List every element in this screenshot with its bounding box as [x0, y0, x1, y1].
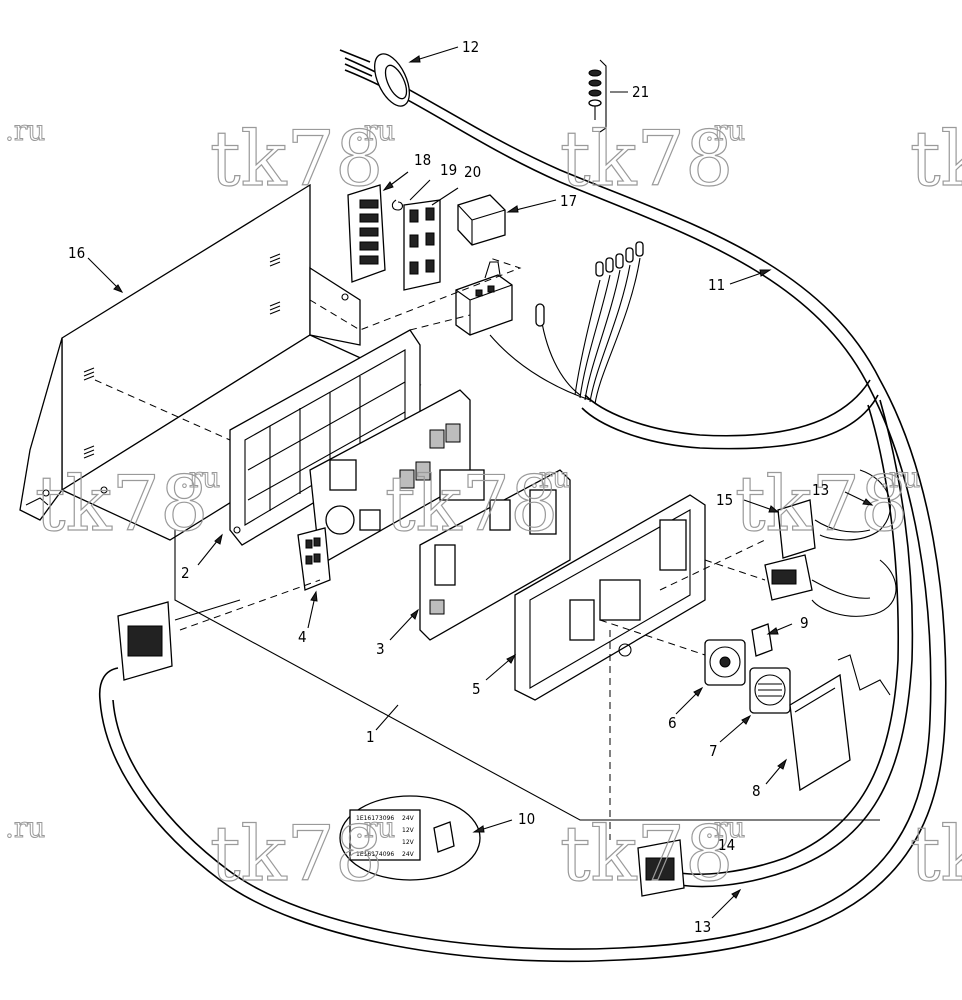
watermark-sup: .ru [5, 114, 45, 147]
callout-20: 20 [464, 163, 481, 181]
relay-base-plate [403, 199, 441, 291]
callout-5: 5 [472, 680, 481, 698]
callout-7: 7 [709, 742, 718, 760]
callout-11: 11 [708, 276, 725, 294]
callout-numbers: 12 21 18 19 20 17 16 11 2 4 3 5 6 7 8 9 … [68, 38, 829, 936]
harness-lower [117, 530, 880, 897]
watermark-text: tk78 [735, 459, 908, 548]
callout-13-bottom: 13 [694, 918, 711, 936]
callout-12: 12 [462, 38, 479, 56]
dashed-guides [94, 314, 766, 840]
fan-guard [749, 667, 791, 714]
callout-8: 8 [752, 782, 761, 800]
callout-13-top: 13 [812, 481, 829, 499]
watermark-sup: .ru [355, 811, 395, 844]
bracket-9 [751, 623, 773, 657]
sticker-row-1-code: 1E16173096 [356, 815, 394, 822]
callout-1: 1 [366, 728, 375, 746]
relay-socket [309, 257, 522, 336]
watermark-sup: .ru [705, 114, 745, 147]
watermark-text: tk78 [35, 459, 208, 548]
grommet [339, 49, 410, 107]
watermark-text: tk78 [910, 809, 962, 898]
watermark-text: tk78 [560, 809, 733, 898]
watermark-sup: .ru [880, 461, 920, 494]
watermark-sup: .ru [180, 461, 220, 494]
sticker-row-1-volt: 24V [402, 815, 415, 822]
callout-leaders [87, 46, 874, 919]
watermark-text: tk78 [385, 459, 558, 548]
pcb-housing [229, 329, 421, 546]
module-cover [514, 494, 706, 701]
watermark-text: tk78 [210, 809, 383, 898]
callout-17: 17 [560, 192, 577, 210]
relay [457, 194, 506, 246]
watermark-sup: .ru [5, 811, 45, 844]
callout-2: 2 [181, 564, 190, 582]
sticker-row-4-volt: 24V [402, 851, 415, 858]
fuse-block [347, 184, 386, 283]
connector [297, 527, 331, 591]
fan [704, 639, 746, 686]
callout-15: 15 [716, 491, 733, 509]
watermark-text: tk78 [560, 114, 733, 203]
bolt-stack [588, 59, 607, 133]
callout-16: 16 [68, 244, 85, 262]
callout-6: 6 [668, 714, 677, 732]
callout-21: 21 [632, 83, 649, 101]
callout-18: 18 [414, 151, 431, 169]
clip [391, 199, 404, 211]
watermark-sup: .ru [355, 114, 395, 147]
sticker-row-2-volt: 12V [402, 827, 415, 834]
watermark-text: tk78 [910, 114, 962, 203]
connector-right [764, 499, 871, 601]
label-sticker: 1E16173096 24V 12V 12V 1E16174096 24V [356, 815, 415, 858]
module-8 [789, 654, 891, 792]
label-sticker-group: 1E16173096 24V 12V 12V 1E16174096 24V [339, 795, 481, 881]
callout-3: 3 [376, 640, 385, 658]
wire-terminals [489, 241, 644, 405]
watermark-text: tk78 [210, 114, 383, 203]
sticker-row-4-code: 1E16174096 [356, 851, 394, 858]
callout-19: 19 [440, 161, 457, 179]
callout-9: 9 [800, 614, 809, 632]
callout-14: 14 [718, 836, 735, 854]
watermarks: tk78 .ru tk78 .ru tk78 .ru tk78 .ru tk78… [5, 113, 962, 898]
watermark-sup: .ru [705, 811, 745, 844]
main-harness [98, 57, 947, 963]
sticker-row-3-volt: 12V [402, 839, 415, 846]
callout-4: 4 [298, 628, 307, 646]
callout-10: 10 [518, 810, 535, 828]
watermark-sup: .ru [530, 461, 570, 494]
